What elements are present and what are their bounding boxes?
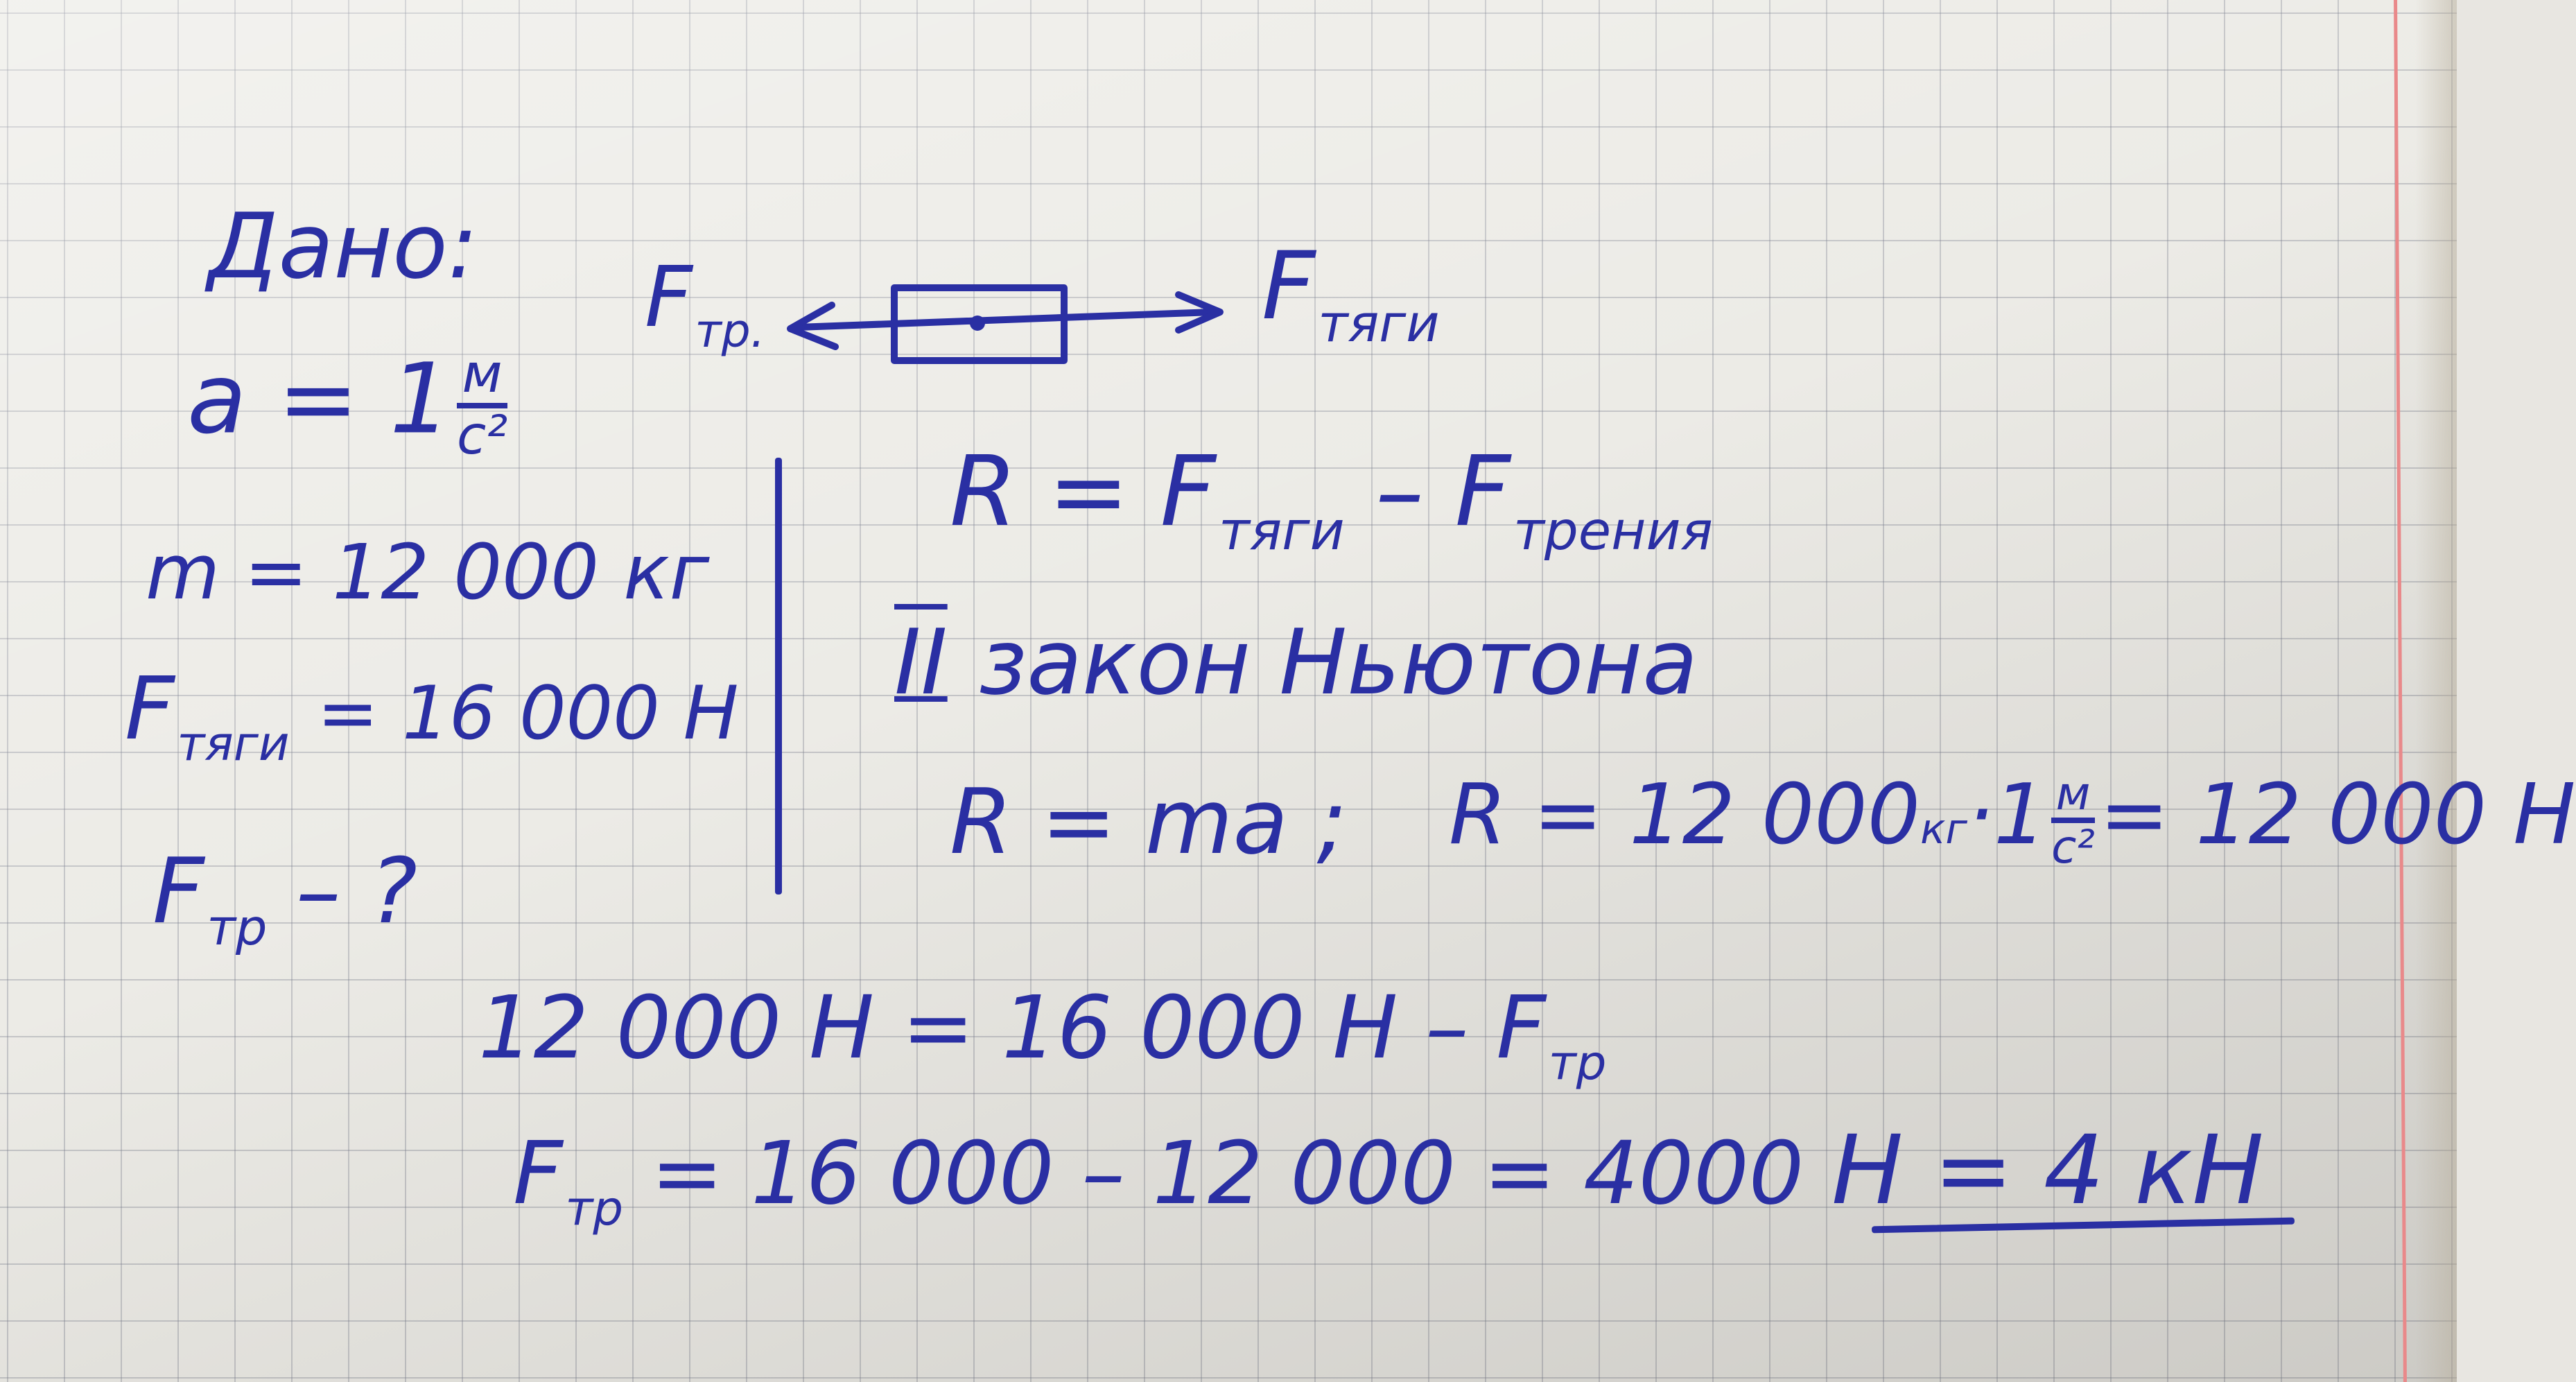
equation-1-text: 12 000 Н = 16 000 Н – F (478, 978, 1547, 1078)
equation-1: 12 000 Н = 16 000 Н – Fтр (478, 985, 1606, 1087)
pull-force-value: = 16 000 Н (317, 671, 739, 757)
diagram-friction-symbol: F (645, 250, 693, 346)
resultant-calc-unit-num: м (2051, 770, 2095, 824)
body-center-dot (970, 316, 985, 331)
answer: Н = 4 кН (1831, 1115, 2264, 1226)
resultant-calc-result: = 12 000 Н (2099, 767, 2576, 864)
pull-arrowhead (1175, 291, 1224, 334)
lighting-shade (0, 0, 2457, 1382)
force-diagram (787, 284, 1224, 364)
resultant-definition: R = Fтяги – Fтрения (950, 444, 1713, 558)
resultant-formula: R = ma ; (950, 777, 1347, 867)
resultant-start: R = F (950, 435, 1217, 549)
given-mass: m = 12 000 кг (146, 534, 709, 610)
equation-2: Fтр = 16 000 – 12 000 = 4000 Н = 4 кН (513, 1123, 2264, 1232)
notebook-page (0, 0, 2457, 1382)
resultant-calc-dot: ·1 (1967, 767, 2047, 864)
diagram-friction-sub: тр. (695, 304, 765, 358)
friction-symbol: F (153, 838, 204, 944)
equation-2-sub: тр (565, 1180, 624, 1236)
acceleration-unit-den: с² (456, 404, 508, 467)
friction-arrowhead (787, 302, 839, 350)
given-friction-question: Fтр – ? (153, 846, 417, 952)
given-heading-text: Дано: (208, 193, 478, 299)
equation-2-symbol: F (513, 1123, 563, 1224)
pull-force-sub: тяги (177, 716, 290, 772)
equation-1-sub: тр (1548, 1035, 1607, 1091)
given-divider (775, 458, 782, 895)
resultant-sub-pull: тяги (1218, 500, 1345, 562)
resultant-minus: – F (1375, 435, 1511, 549)
resultant-calc-unit-den: с² (2051, 820, 2095, 874)
diagram-friction-label: Fтр. (645, 257, 765, 354)
resultant-formula-text: R = ma ; (950, 769, 1348, 874)
force-axis-line (794, 309, 1217, 331)
acceleration-unit-num: м (456, 346, 508, 408)
page-edge (2415, 0, 2457, 1382)
resultant-calc-start: R = 12 000 (1449, 767, 1921, 864)
law-text: закон Ньютона (979, 610, 1698, 715)
resultant-sub-friction: трения (1513, 500, 1713, 562)
pull-force-symbol: F (125, 659, 175, 759)
diagram-pull-symbol: F (1262, 232, 1316, 340)
diagram-pull-sub: тяги (1318, 293, 1440, 354)
acceleration-label: a = 1 (187, 343, 452, 456)
given-heading: Дано: (208, 201, 478, 291)
resultant-calc-kg: кг (1920, 805, 1967, 854)
law-numeral: II (894, 610, 948, 715)
diagram-pull-label: Fтяги (1262, 239, 1440, 349)
friction-sub: тр (207, 899, 268, 957)
given-pull-force: Fтяги = 16 000 Н (125, 666, 739, 768)
equation-2-rest: = 16 000 – 12 000 = 4000 (650, 1123, 1804, 1224)
mass-text: m = 12 000 кг (146, 528, 710, 616)
friction-question-mark: – ? (295, 838, 418, 944)
